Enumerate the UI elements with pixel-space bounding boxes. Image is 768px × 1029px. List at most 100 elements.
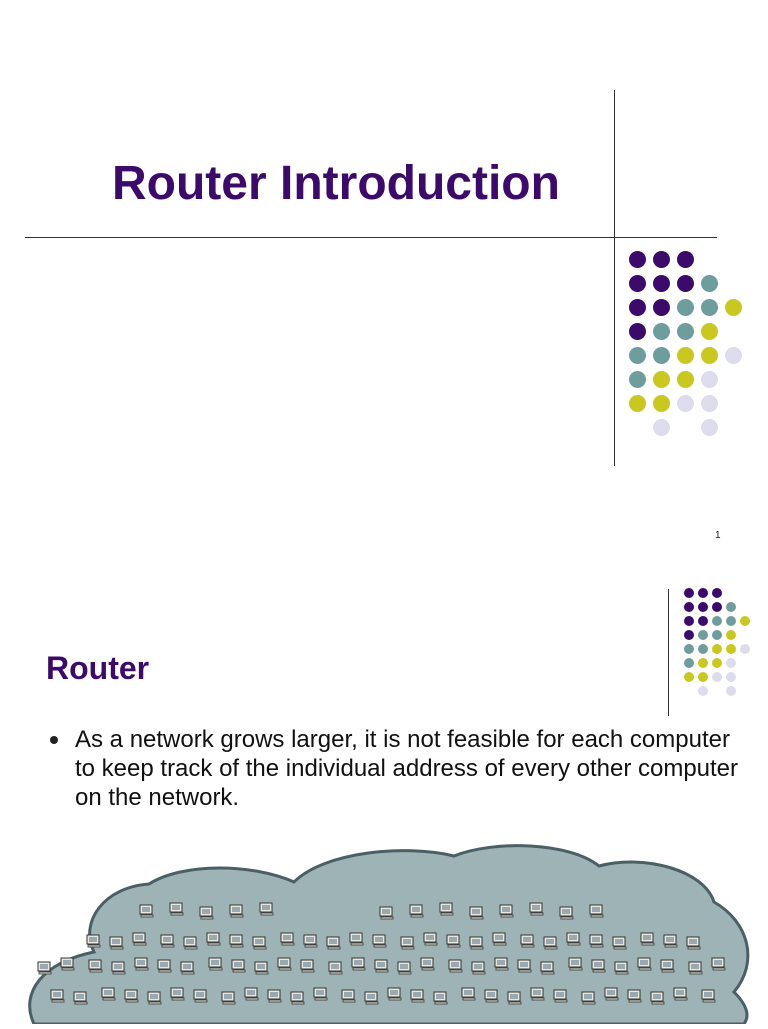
computer-icon xyxy=(88,959,103,973)
computer-icon xyxy=(199,906,214,920)
computer-icon xyxy=(650,991,665,1005)
decorative-dot xyxy=(698,588,708,598)
computer-icon xyxy=(568,957,583,971)
computer-icon xyxy=(448,959,463,973)
computer-icon xyxy=(492,932,507,946)
decorative-dot xyxy=(712,602,722,612)
bullet-list: As a network grows larger, it is not fea… xyxy=(48,725,748,812)
computer-icon xyxy=(494,957,509,971)
computer-icon xyxy=(244,987,259,1001)
decorative-dot xyxy=(684,602,694,612)
computer-icon xyxy=(471,961,486,975)
decorative-dot xyxy=(701,323,718,340)
computer-icon xyxy=(540,961,555,975)
computer-icon xyxy=(627,989,642,1003)
decorative-dot xyxy=(684,658,694,668)
decorative-dot xyxy=(629,371,646,388)
decorative-dot xyxy=(698,644,708,654)
computer-icon xyxy=(507,991,522,1005)
decorative-dot xyxy=(684,616,694,626)
computer-icon xyxy=(169,902,184,916)
decorative-dot xyxy=(712,644,722,654)
computer-icon xyxy=(604,987,619,1001)
decorative-dot xyxy=(701,275,718,292)
computer-icon xyxy=(379,906,394,920)
decorative-dot xyxy=(677,371,694,388)
slide-router: Router As a network grows larger, it is … xyxy=(0,560,768,1026)
computer-icon xyxy=(529,902,544,916)
computer-icon xyxy=(229,934,244,948)
computer-icon xyxy=(109,936,124,950)
decorative-dot xyxy=(712,658,722,668)
decorative-dot xyxy=(653,299,670,316)
computer-icon xyxy=(469,906,484,920)
computer-icon xyxy=(147,991,162,1005)
computer-icon xyxy=(86,934,101,948)
computer-icon xyxy=(139,904,154,918)
slide-title: Router Introduction 1 xyxy=(25,90,742,541)
decorative-dot xyxy=(726,616,736,626)
computer-icon xyxy=(267,989,282,1003)
slide-divider-vertical xyxy=(668,589,669,716)
computer-icon xyxy=(520,934,535,948)
computer-icon xyxy=(614,961,629,975)
computer-icon xyxy=(157,959,172,973)
decorative-dot xyxy=(712,616,722,626)
decorative-dot xyxy=(677,395,694,412)
decorative-dot xyxy=(698,630,708,640)
decorative-dot xyxy=(629,251,646,268)
computer-icon xyxy=(231,959,246,973)
computer-icon xyxy=(280,932,295,946)
computer-icon xyxy=(543,936,558,950)
computer-icon xyxy=(688,961,703,975)
decorative-dot xyxy=(701,299,718,316)
computer-icon xyxy=(73,991,88,1005)
computer-icon xyxy=(663,934,678,948)
computer-icon xyxy=(132,932,147,946)
computer-icon xyxy=(701,989,716,1003)
decorative-dot xyxy=(684,588,694,598)
computer-icon xyxy=(364,991,379,1005)
computer-icon xyxy=(50,989,65,1003)
decorative-dot xyxy=(677,323,694,340)
decorative-dot xyxy=(677,299,694,316)
decorative-dot xyxy=(653,347,670,364)
decorative-dot xyxy=(726,644,736,654)
bullet-dot-icon xyxy=(50,736,58,744)
decorative-dot xyxy=(726,686,736,696)
computer-icon xyxy=(469,936,484,950)
slide-title-heading: Router Introduction xyxy=(112,157,560,210)
computer-icon xyxy=(589,904,604,918)
slide-heading: Router xyxy=(46,650,150,686)
computer-icon xyxy=(60,957,75,971)
decorative-dot xyxy=(653,371,670,388)
cloud-icon xyxy=(28,844,750,1026)
decorative-dot xyxy=(677,275,694,292)
network-cloud xyxy=(24,842,754,1026)
decorative-dot xyxy=(629,395,646,412)
decorative-dot xyxy=(701,419,718,436)
computer-icon xyxy=(252,936,267,950)
decorative-dot xyxy=(725,347,742,364)
decorative-dot xyxy=(684,644,694,654)
decorative-dot xyxy=(653,395,670,412)
computer-icon xyxy=(160,934,175,948)
decorative-dot xyxy=(701,347,718,364)
decorative-dot xyxy=(629,275,646,292)
computer-icon xyxy=(410,989,425,1003)
decorative-dot xyxy=(740,644,750,654)
computer-icon xyxy=(229,904,244,918)
decorative-dot xyxy=(677,251,694,268)
computer-icon xyxy=(484,989,499,1003)
computer-icon xyxy=(208,957,223,971)
computer-icon xyxy=(254,961,269,975)
computer-icon xyxy=(170,987,185,1001)
computer-icon xyxy=(193,989,208,1003)
computer-icon xyxy=(499,904,514,918)
computer-icon xyxy=(640,932,655,946)
computer-icon xyxy=(660,959,675,973)
decorative-dot xyxy=(684,672,694,682)
computer-icon xyxy=(397,961,412,975)
computer-icon xyxy=(612,936,627,950)
decorative-dot xyxy=(629,299,646,316)
